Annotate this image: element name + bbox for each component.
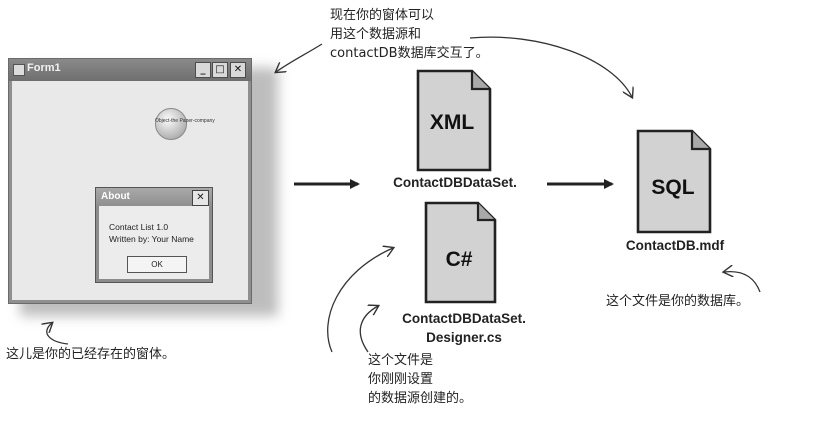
form-app-icon [13,64,25,76]
form1-title: Form1 [27,62,61,74]
cs-glyph: C# [446,248,473,271]
about-close-button[interactable]: ✕ [192,190,209,206]
curve-mid-note-to-cs [359,306,378,353]
company-label: Object-the Paper-company [155,118,215,124]
ok-button[interactable]: OK [127,256,187,273]
note-designer-file: 这个文件是 你刚刚设置 的数据源创建的。 [368,351,472,408]
curve-form-label [47,323,69,345]
note-database-file: 这个文件是你的数据库。 [606,294,750,309]
sql-file-label: ContactDB.mdf [625,238,725,253]
maximize-button[interactable]: □ [212,62,228,78]
note-designer-line2: 你刚刚设置 [368,372,434,387]
form1-titlebar[interactable]: Form1 _ □ ✕ [9,59,251,81]
xml-glyph: XML [430,111,475,134]
about-titlebar[interactable]: About ✕ [96,188,212,206]
sql-file-icon: SQL [636,129,712,234]
about-title: About [101,191,130,202]
form1-window: Form1 _ □ ✕ Object-the Paper-company Abo… [8,58,252,304]
note-designer-line3: 的数据源创建的。 [368,391,473,406]
company-logo [155,108,187,140]
note-existing-form: 这儿是你的已经存在的窗体。 [6,347,176,362]
minimize-button[interactable]: _ [195,62,211,78]
note-top-line3: contactDB数据库交互了。 [330,46,489,61]
xml-file-icon: XML [416,69,492,172]
curve-top-note-to-form [276,43,323,72]
cs-file-icon: C# [424,201,497,304]
sql-glyph: SQL [651,176,694,199]
curve-top-note-to-sql [469,36,632,97]
curve-db-note-to-sql [724,272,761,293]
cs-file-label-line1: ContactDBDataSet. [402,311,526,326]
cs-file-label: ContactDBDataSet. Designer.cs [384,309,544,347]
about-author-text: Written by: Your Name [109,234,194,244]
about-client-area: Contact List 1.0 Written by: Your Name O… [99,206,209,279]
note-top-line2: 用这个数据源和 [330,27,422,42]
cs-file-label-line2: Designer.cs [426,330,502,345]
about-dialog: About ✕ Contact List 1.0 Written by: You… [95,187,213,283]
note-top: 现在你的窗体可以 用这个数据源和 contactDB数据库交互了。 [330,6,489,63]
xml-file-label: ContactDBDataSet. [393,175,517,190]
note-designer-line1: 这个文件是 [368,353,434,368]
note-top-line1: 现在你的窗体可以 [330,8,435,23]
curve-mid-note-to-xml [327,248,393,353]
about-version-text: Contact List 1.0 [109,222,169,232]
close-button[interactable]: ✕ [230,62,246,78]
